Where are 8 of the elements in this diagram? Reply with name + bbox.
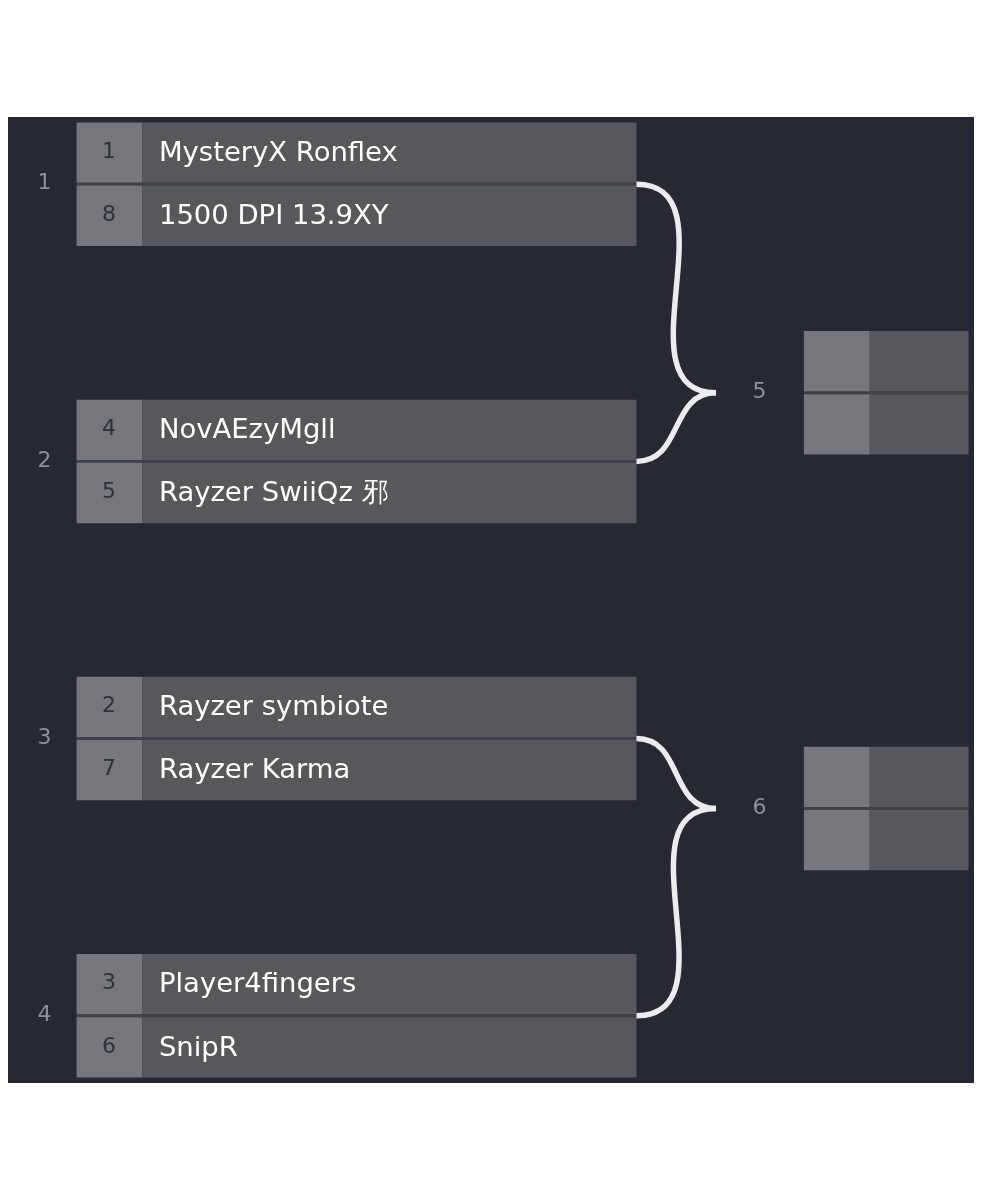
node-label: 3 [37,723,52,749]
connector [635,805,717,1019]
node-label: 1 [37,169,52,195]
connector [636,390,717,465]
node-label: 5 [752,378,767,404]
node-label: 4 [37,1000,52,1026]
node-label: 6 [752,793,767,819]
node-label: 2 [37,446,52,472]
